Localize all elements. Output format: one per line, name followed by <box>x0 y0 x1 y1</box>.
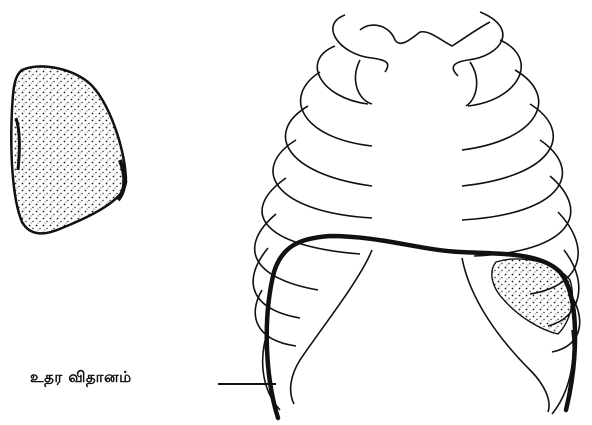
rib-cage <box>253 12 580 414</box>
detached-organ <box>11 66 126 233</box>
diaphragm-label: உதர விதானம் <box>30 368 132 388</box>
sternum-notch <box>360 22 490 46</box>
costal-margin-left <box>291 250 372 404</box>
